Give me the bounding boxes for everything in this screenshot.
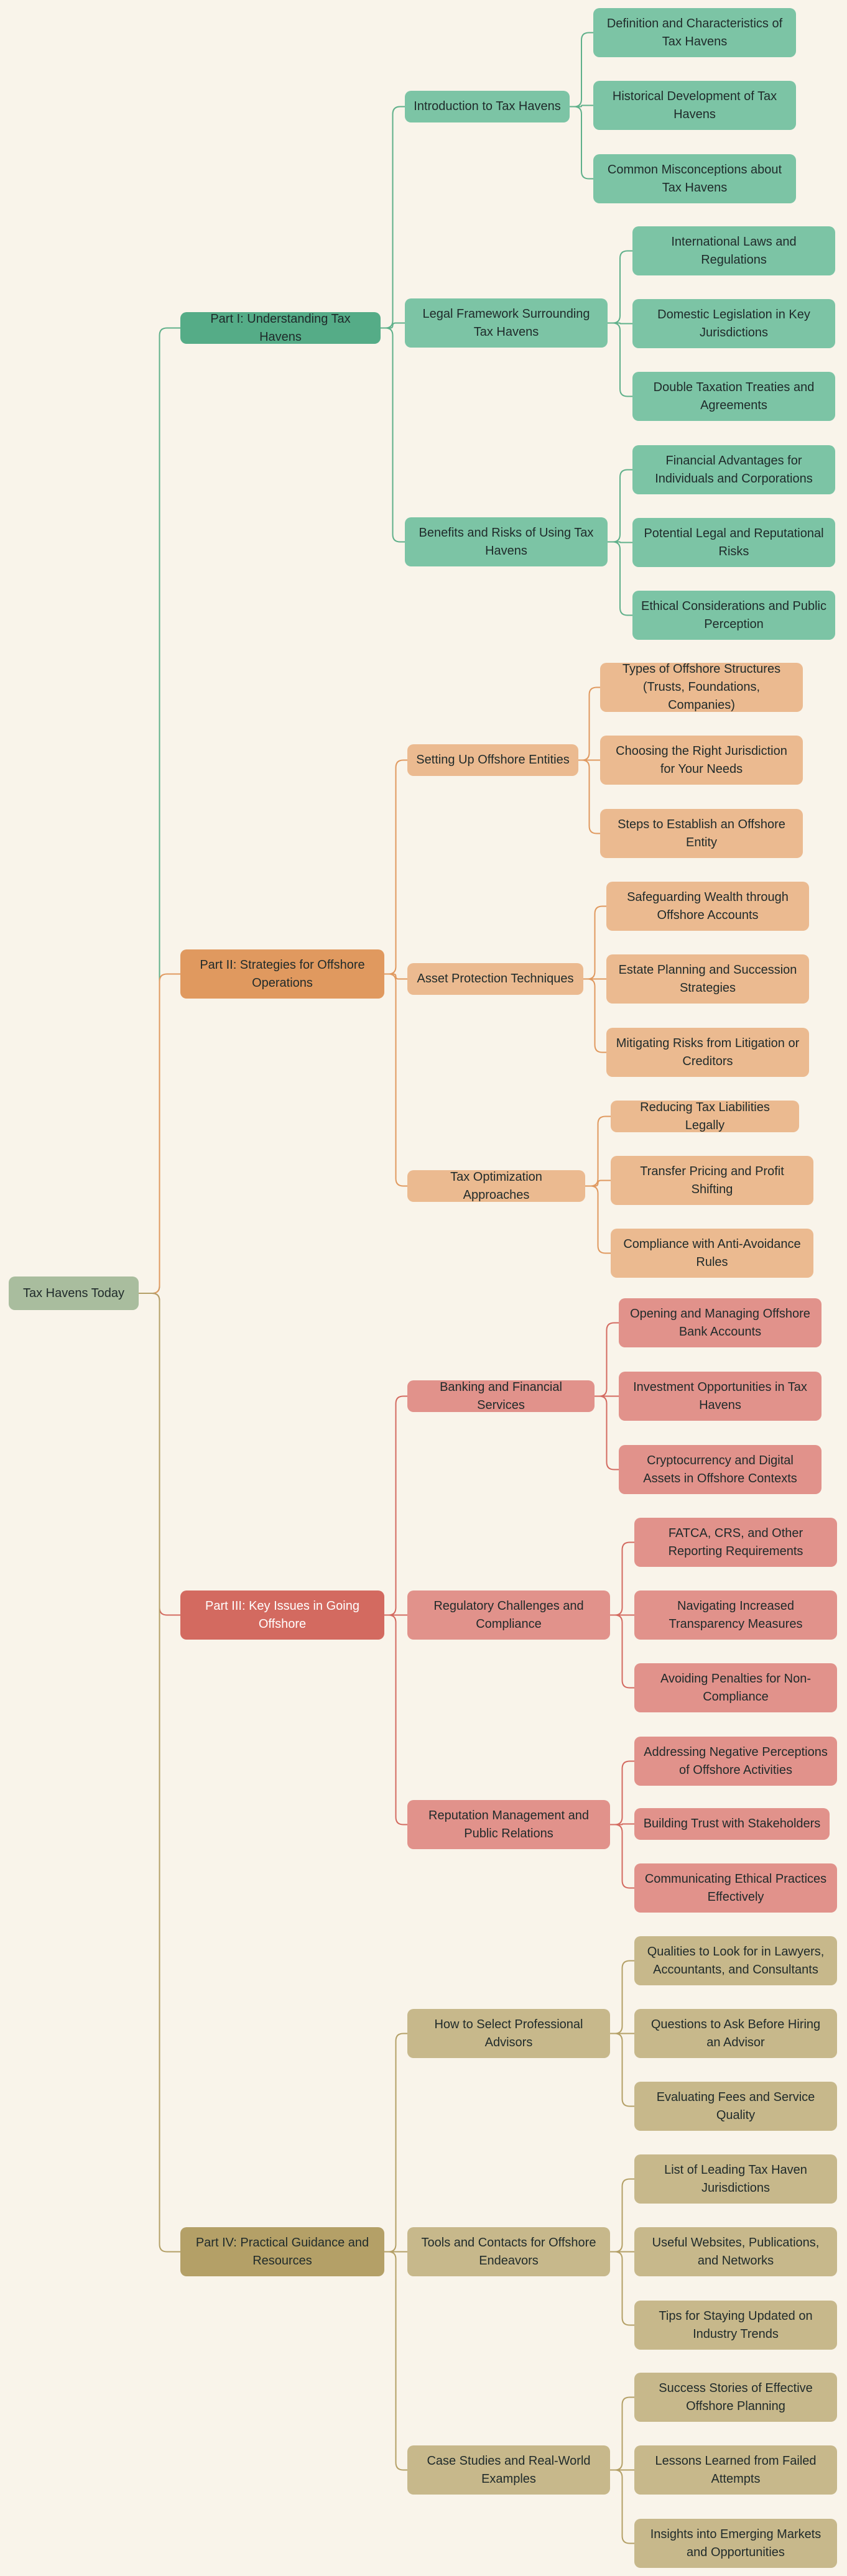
edge-part-1-section-1 xyxy=(381,106,405,329)
edge-section-4-3-item-1 xyxy=(610,2396,634,2471)
item-2-1-3-node: Steps to Establish an Offshore Entity xyxy=(600,809,803,858)
item-3-2-1-node: FATCA, CRS, and Other Reporting Requirem… xyxy=(634,1518,837,1567)
item-1-2-1-node: International Laws and Regulations xyxy=(632,226,835,275)
item-4-1-3-node: Evaluating Fees and Service Quality xyxy=(634,2082,837,2131)
edge-root-part-4 xyxy=(139,1293,180,2253)
item-2-3-3-node: Compliance with Anti-Avoidance Rules xyxy=(611,1229,813,1278)
item-4-1-2-node: Questions to Ask Before Hiring an Adviso… xyxy=(634,2009,837,2058)
section-4-1-node: How to Select Professional Advisors xyxy=(407,2009,610,2058)
section-3-2-node: Regulatory Challenges and Compliance xyxy=(407,1590,610,1640)
edge-section-3-1-item-1 xyxy=(595,1322,619,1397)
item-1-3-1-node: Financial Advantages for Individuals and… xyxy=(632,445,835,494)
item-2-3-1-node: Reducing Tax Liabilities Legally xyxy=(611,1101,799,1132)
item-3-3-2-node: Building Trust with Stakeholders xyxy=(634,1808,830,1840)
section-1-1-node: Introduction to Tax Havens xyxy=(405,91,570,122)
part-2-node: Part II: Strategies for Offshore Operati… xyxy=(180,949,384,999)
item-3-3-3-node: Communicating Ethical Practices Effectiv… xyxy=(634,1863,837,1913)
edge-section-2-3-item-3 xyxy=(585,1185,611,1254)
edge-section-3-3-item-1 xyxy=(610,1760,634,1826)
part-4-node: Part IV: Practical Guidance and Resource… xyxy=(180,2227,384,2276)
section-2-3-node: Tax Optimization Approaches xyxy=(407,1170,585,1202)
item-2-3-2-node: Transfer Pricing and Profit Shifting xyxy=(611,1156,813,1205)
section-3-1-node: Banking and Financial Services xyxy=(407,1380,595,1412)
item-1-2-3-node: Double Taxation Treaties and Agreements xyxy=(632,372,835,421)
edge-part-3-section-1 xyxy=(384,1395,407,1616)
section-1-2-node: Legal Framework Surrounding Tax Havens xyxy=(405,298,608,348)
edge-section-1-2-item-2 xyxy=(608,322,632,325)
edge-section-1-1-item-2 xyxy=(570,104,593,108)
edge-section-1-3-item-3 xyxy=(608,541,632,616)
edge-part-4-section-1 xyxy=(384,2033,407,2253)
item-2-1-2-node: Choosing the Right Jurisdiction for Your… xyxy=(600,736,803,785)
section-4-3-node: Case Studies and Real-World Examples xyxy=(407,2445,610,2495)
item-3-1-2-node: Investment Opportunities in Tax Havens xyxy=(619,1372,822,1421)
edge-section-1-2-item-1 xyxy=(608,250,632,324)
section-4-2-node: Tools and Contacts for Offshore Endeavor… xyxy=(407,2227,610,2276)
part-3-node: Part III: Key Issues in Going Offshore xyxy=(180,1590,384,1640)
item-2-2-1-node: Safeguarding Wealth through Offshore Acc… xyxy=(606,882,809,931)
item-4-3-2-node: Lessons Learned from Failed Attempts xyxy=(634,2445,837,2495)
edge-section-3-2-item-1 xyxy=(610,1541,634,1616)
item-1-3-2-node: Potential Legal and Reputational Risks xyxy=(632,518,835,567)
item-4-3-1-node: Success Stories of Effective Offshore Pl… xyxy=(634,2373,837,2422)
item-3-3-1-node: Addressing Negative Perceptions of Offsh… xyxy=(634,1737,837,1786)
item-1-1-1-node: Definition and Characteristics of Tax Ha… xyxy=(593,8,796,57)
edge-section-2-1-item-3 xyxy=(578,759,600,834)
edge-section-4-1-item-3 xyxy=(610,2033,634,2107)
edge-section-2-2-item-3 xyxy=(583,978,606,1053)
section-2-1-node: Setting Up Offshore Entities xyxy=(407,744,578,776)
edge-section-4-1-item-1 xyxy=(610,1960,634,2034)
edge-section-3-3-item-3 xyxy=(610,1824,634,1889)
edge-part-2-section-3 xyxy=(384,973,407,1187)
section-2-2-node: Asset Protection Techniques xyxy=(407,963,583,995)
item-3-2-2-node: Navigating Increased Transparency Measur… xyxy=(634,1590,837,1640)
edge-section-1-2-item-3 xyxy=(608,322,632,397)
item-2-2-2-node: Estate Planning and Succession Strategie… xyxy=(606,954,809,1004)
item-1-1-3-node: Common Misconceptions about Tax Havens xyxy=(593,154,796,203)
edge-section-2-3-item-2 xyxy=(585,1180,611,1187)
root-node: Tax Havens Today xyxy=(9,1276,139,1310)
item-4-2-2-node: Useful Websites, Publications, and Netwo… xyxy=(634,2227,837,2276)
edge-section-4-3-item-3 xyxy=(610,2469,634,2544)
edge-part-1-section-2 xyxy=(381,322,405,329)
item-2-1-1-node: Types of Offshore Structures (Trusts, Fo… xyxy=(600,662,803,712)
edge-section-2-1-item-1 xyxy=(578,686,600,761)
item-2-2-3-node: Mitigating Risks from Litigation or Cred… xyxy=(606,1028,809,1077)
edge-section-4-2-item-1 xyxy=(610,2178,634,2253)
item-4-2-3-node: Tips for Staying Updated on Industry Tre… xyxy=(634,2301,837,2350)
item-4-3-3-node: Insights into Emerging Markets and Oppor… xyxy=(634,2519,837,2568)
edge-section-3-2-item-3 xyxy=(610,1614,634,1689)
edge-part-2-section-2 xyxy=(384,973,407,980)
edge-section-2-3-item-1 xyxy=(585,1115,611,1187)
edge-section-3-3-item-2 xyxy=(610,1823,634,1826)
edge-section-3-1-item-3 xyxy=(595,1395,619,1470)
edge-part-3-section-3 xyxy=(384,1614,407,1826)
edge-section-1-3-item-1 xyxy=(608,469,632,543)
item-3-2-3-node: Avoiding Penalties for Non-Compliance xyxy=(634,1663,837,1712)
edge-section-2-2-item-1 xyxy=(583,905,606,980)
edge-part-1-section-3 xyxy=(381,327,405,543)
item-1-3-3-node: Ethical Considerations and Public Percep… xyxy=(632,591,835,640)
item-3-1-3-node: Cryptocurrency and Digital Assets in Off… xyxy=(619,1445,822,1494)
edge-part-2-section-1 xyxy=(384,759,407,975)
item-4-2-1-node: List of Leading Tax Haven Jurisdictions xyxy=(634,2154,837,2204)
edge-section-1-3-item-2 xyxy=(608,541,632,543)
edge-section-1-1-item-3 xyxy=(570,106,593,180)
item-1-2-2-node: Domestic Legislation in Key Jurisdiction… xyxy=(632,299,835,348)
section-1-3-node: Benefits and Risks of Using Tax Havens xyxy=(405,517,608,566)
edge-root-part-2 xyxy=(139,973,180,1294)
item-4-1-1-node: Qualities to Look for in Lawyers, Accoun… xyxy=(634,1936,837,1985)
part-1-node: Part I: Understanding Tax Havens xyxy=(180,312,381,344)
item-3-1-1-node: Opening and Managing Offshore Bank Accou… xyxy=(619,1298,822,1347)
section-3-3-node: Reputation Management and Public Relatio… xyxy=(407,1800,610,1849)
edge-section-4-2-item-3 xyxy=(610,2251,634,2326)
item-1-1-2-node: Historical Development of Tax Havens xyxy=(593,81,796,130)
edge-part-4-section-3 xyxy=(384,2251,407,2471)
edge-section-1-1-item-1 xyxy=(570,32,593,108)
